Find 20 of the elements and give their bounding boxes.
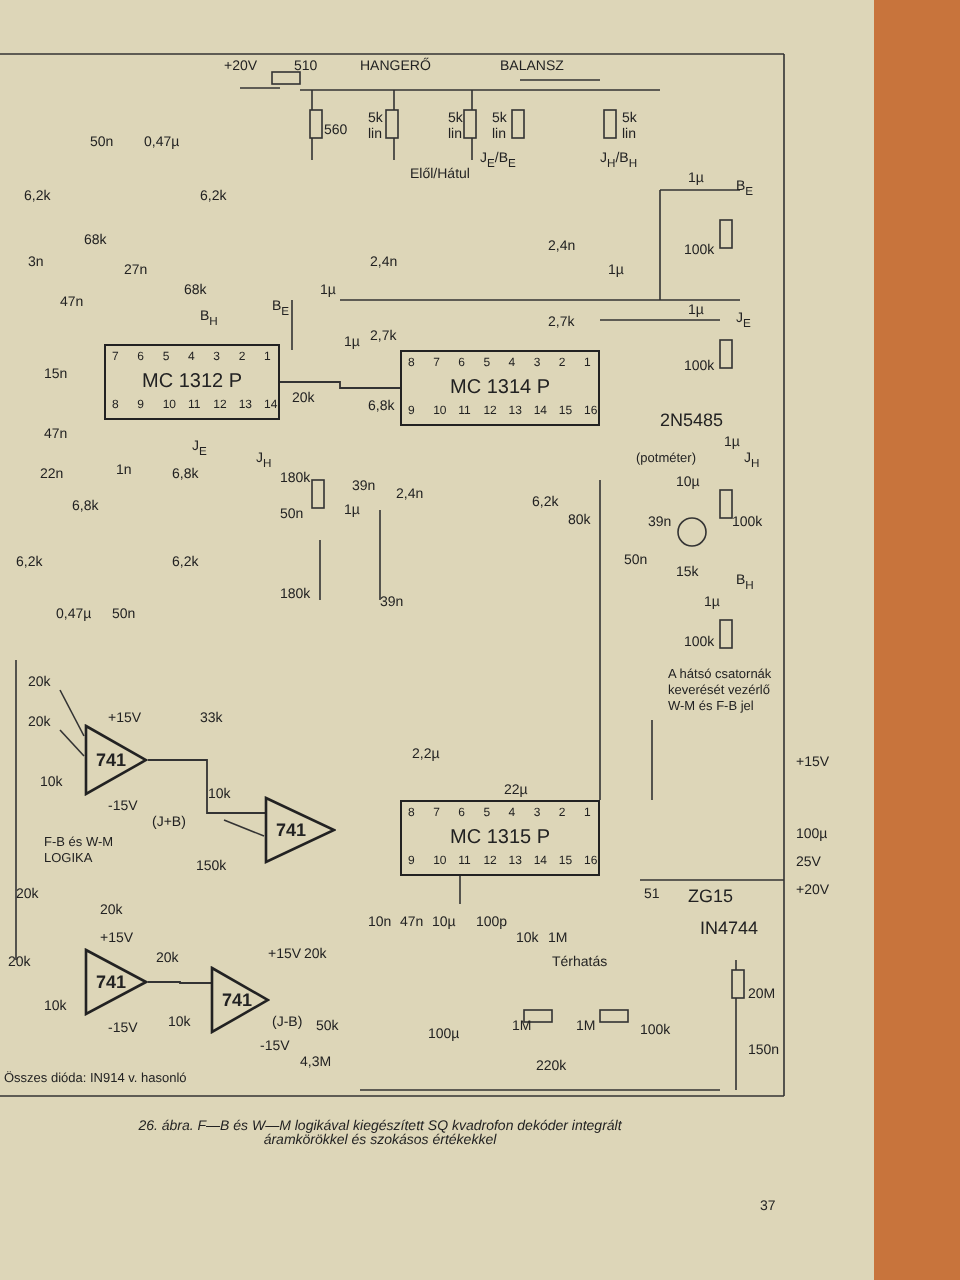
component-label: 741 (96, 750, 127, 770)
op-amp-symbol (264, 796, 336, 864)
component-label: MC 1314 P (447, 377, 553, 399)
wire (147, 759, 267, 814)
op-amp-symbol (84, 948, 148, 1016)
component-label: 741 (276, 820, 307, 840)
component-label: 741 (222, 990, 253, 1010)
part-number: IN4744 (700, 920, 759, 936)
wire (279, 381, 401, 389)
op-amp-symbol (210, 966, 270, 1034)
integrated-circuit (400, 800, 600, 876)
integrated-circuit (104, 344, 280, 420)
part-number: 2N5485 (660, 412, 724, 428)
component-label: MC 1312 P (139, 371, 245, 393)
wire (147, 981, 213, 984)
component-label: 741 (96, 972, 127, 992)
op-amp-symbol (84, 724, 148, 796)
part-number: ZG15 (688, 888, 734, 904)
component-label: MC 1315 P (447, 827, 553, 849)
integrated-circuit (400, 350, 600, 426)
